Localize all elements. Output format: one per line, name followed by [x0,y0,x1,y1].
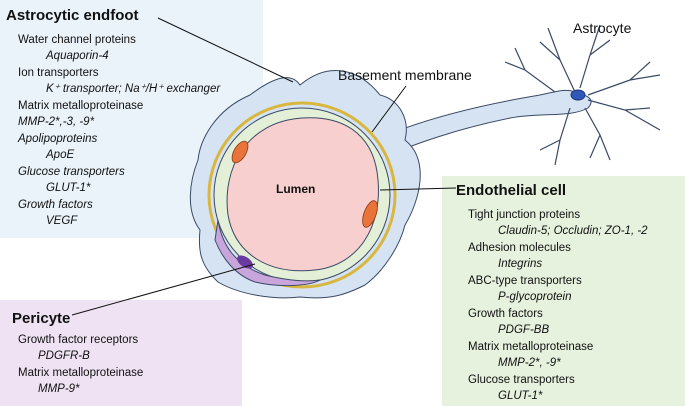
astro-item-heading: Apolipoproteins [18,133,98,145]
endothelial-nucleus [231,140,249,164]
endo-item-detail: PDGF-BB [498,324,550,336]
basement-membrane-leader [371,85,407,133]
astro-item-heading: Growth factors [18,199,93,211]
astro-item-detail: MMP-2*,-3, -9* [18,116,95,128]
astro-item-heading: Water channel proteins [18,34,136,46]
endothelial-nucleus [362,200,378,228]
astrocytic-endfoot-leader [157,17,294,83]
astro-item-heading: Matrix metalloproteinase [18,100,144,112]
astrocyte-cell [374,24,661,166]
endothelial-cell-leader [379,187,457,191]
pericyte-leader [71,263,256,316]
endo-item-heading: Adhesion molecules [468,242,571,254]
endo-item-heading: Tight junction proteins [468,209,581,221]
pericyte-title: Pericyte [12,310,71,327]
astro-item-heading: Glucose transporters [18,166,125,178]
peri-item-heading: Growth factor receptors [18,334,139,346]
astro-item-detail: Aquaporin-4 [46,50,109,62]
lumen-label: Lumen [276,182,316,196]
endo-item-heading: ABC-type transporters [468,275,582,287]
astro-item-detail: ApoE [46,149,75,161]
endo-item-detail: MMP-2*, -9* [498,357,561,369]
lumen-area [226,117,379,272]
endo-item-detail: Claudin-5; Occludin; ZO-1, -2 [498,225,648,237]
peri-item-detail: PDGFR-B [38,350,90,362]
basement-membrane-ring [207,101,397,289]
astro-item-detail: GLUT-1* [46,182,91,194]
astro-item-detail: VEGF [46,215,78,227]
endo-item-detail: Integrins [498,258,543,270]
astro-item-heading: Ion transporters [18,67,99,79]
endothelial-cell-panel [442,176,685,406]
basement-membrane-label: Basement membrane [338,67,472,83]
astrocytic-endfoot-title: Astrocytic endfoot [6,7,139,24]
endo-item-detail: P-glycoprotein [498,291,572,303]
endo-item-detail: GLUT-1* [498,390,543,402]
peri-item-detail: MMP-9* [38,383,80,395]
astro-item-detail: K⁺ transporter; Na⁺/H⁺ exchanger [46,83,221,95]
astrocyte-label: Astrocyte [573,20,632,36]
endo-item-heading: Matrix metalloproteinase [468,341,594,353]
peri-item-heading: Matrix metalloproteinase [18,367,144,379]
endo-item-heading: Glucose transporters [468,374,575,386]
endothelial-cell-title: Endothelial cell [456,182,567,199]
pericyte-panel [0,300,242,406]
endo-item-heading: Growth factors [468,308,543,320]
